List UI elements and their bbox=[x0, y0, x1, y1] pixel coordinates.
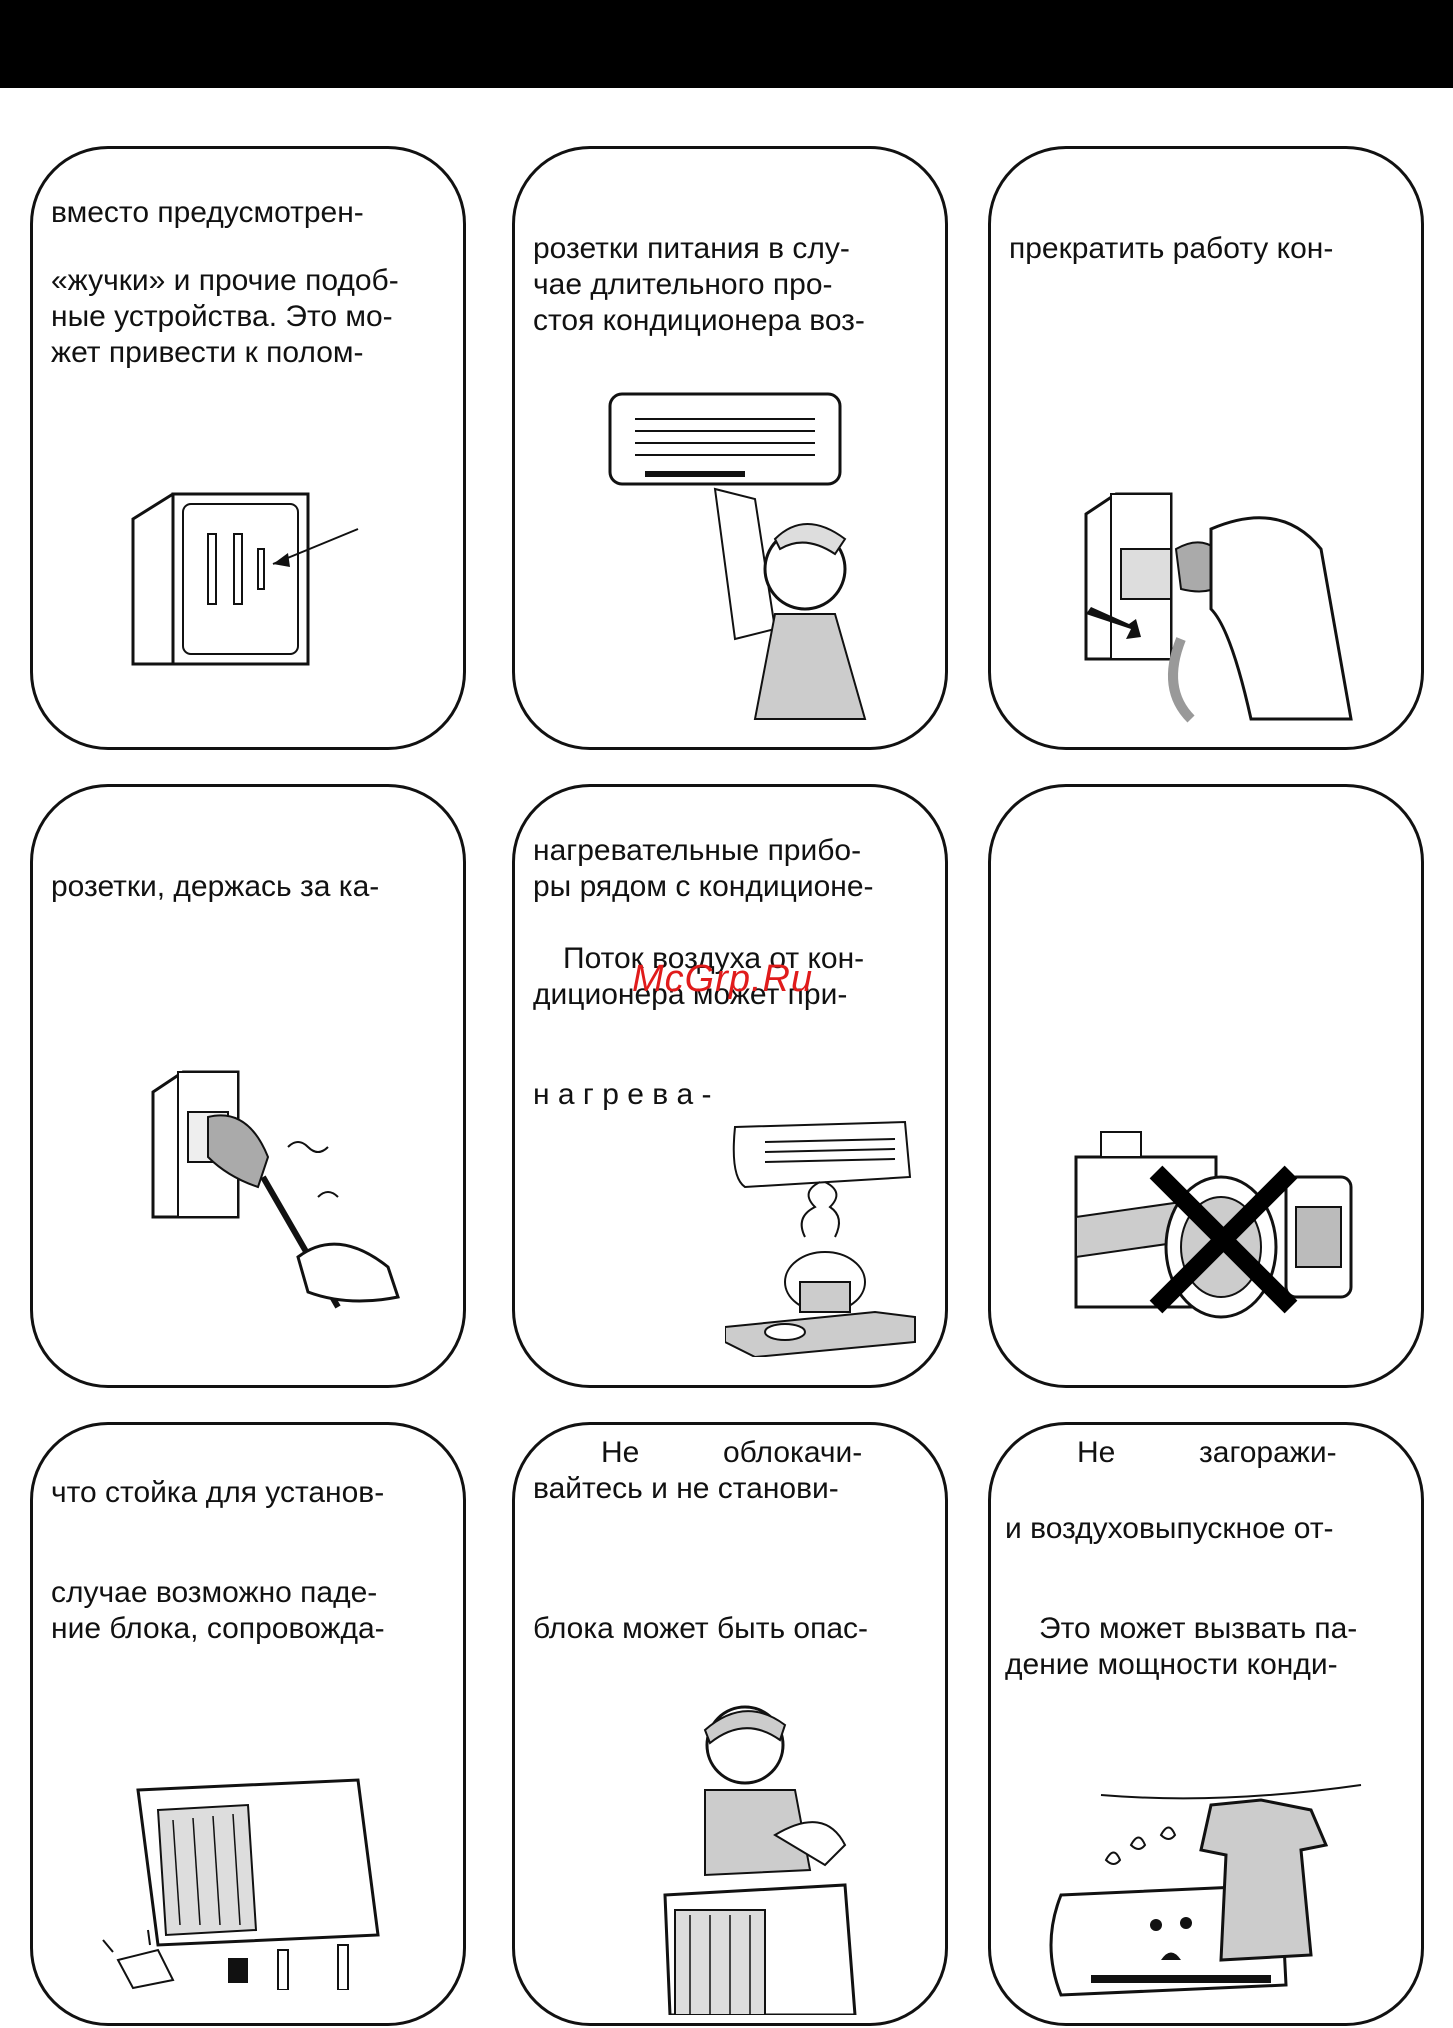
card-5-line-4: диционера может при- bbox=[533, 978, 848, 1011]
flammable-cans-crossed-icon bbox=[1074, 1131, 1353, 1319]
instruction-card-2: розетки питания в слу- чае длительного п… bbox=[512, 146, 948, 750]
card-8-line-4: блока может быть опас- bbox=[533, 1612, 869, 1645]
card-2-line-2: чае длительного про- bbox=[533, 268, 833, 301]
card-3-line-1: прекратить работу кон- bbox=[1009, 232, 1334, 265]
blocked-indoor-unit-icon bbox=[1049, 1784, 1362, 1997]
card-9-line-1: Не bbox=[1077, 1436, 1116, 1469]
child-climbing-unit-icon bbox=[663, 1705, 857, 2015]
instruction-card-4: розетки, держась за ка- bbox=[30, 784, 466, 1388]
card-7-line-3: ние блока, сопровожда- bbox=[51, 1612, 385, 1645]
card-5-line-5: н а г р е в а - bbox=[533, 1078, 712, 1111]
card-7-line-1: что стойка для установ- bbox=[51, 1476, 385, 1509]
card-8-line-1: Не bbox=[601, 1436, 640, 1469]
card-1-line-1: вместо предусмотрен- bbox=[51, 196, 364, 229]
card-1-line-3: ные устройства. Это мо- bbox=[51, 300, 393, 333]
card-5-line-3: Поток воздуха от кон- bbox=[563, 942, 865, 975]
card-7-line-2: случае возможно паде- bbox=[51, 1576, 378, 1609]
card-2-line-3: стоя кондиционера воз- bbox=[533, 304, 865, 337]
card-5-line-1: нагревательные прибо- bbox=[533, 834, 862, 867]
falling-outdoor-unit-icon bbox=[102, 1778, 380, 1990]
card-4-line-1: розетки, держась за ка- bbox=[51, 870, 380, 903]
card-9-line-2: загоражи- bbox=[1199, 1436, 1337, 1469]
card-9-line-4: Это может вызвать па- bbox=[1039, 1612, 1358, 1645]
card-9-line-3: и воздуховыпускное от- bbox=[1005, 1512, 1334, 1545]
child-near-air-conditioner-icon bbox=[608, 392, 867, 720]
hand-pulling-cord-icon bbox=[151, 1070, 400, 1309]
stove-under-air-conditioner-icon bbox=[725, 1120, 916, 1357]
instruction-card-5: нагревательные прибо- ры рядом с кондици… bbox=[512, 784, 948, 1388]
card-1-line-2: «жучки» и прочие подоб- bbox=[51, 264, 399, 297]
socket-with-bug-arrow-icon bbox=[131, 492, 359, 666]
watermark: McGrp.Ru bbox=[632, 958, 814, 1000]
instruction-card-8: Не облокачи- вайтесь и не станови- блока… bbox=[512, 1422, 948, 2026]
card-8-line-2: облокачи- bbox=[723, 1436, 863, 1469]
card-2-line-1: розетки питания в слу- bbox=[533, 232, 850, 265]
card-9-line-5: дение мощности конди- bbox=[1005, 1648, 1338, 1681]
instruction-card-6 bbox=[988, 784, 1424, 1388]
instruction-card-7: что стойка для установ- случае возможно … bbox=[30, 1422, 466, 2026]
header-bar bbox=[0, 0, 1453, 88]
card-8-line-3: вайтесь и не станови- bbox=[533, 1472, 839, 1505]
hand-unplugging-plug-icon bbox=[1084, 492, 1353, 723]
instruction-card-3: прекратить работу кон- bbox=[988, 146, 1424, 750]
instruction-card-1: вместо предусмотрен- «жучки» и прочие по… bbox=[30, 146, 466, 750]
card-5-line-2: ры рядом с кондиционе- bbox=[533, 870, 874, 903]
card-1-line-4: жет привести к полом- bbox=[51, 336, 364, 369]
instruction-card-9: Не загоражи- и воздуховыпускное от- Это … bbox=[988, 1422, 1424, 2026]
